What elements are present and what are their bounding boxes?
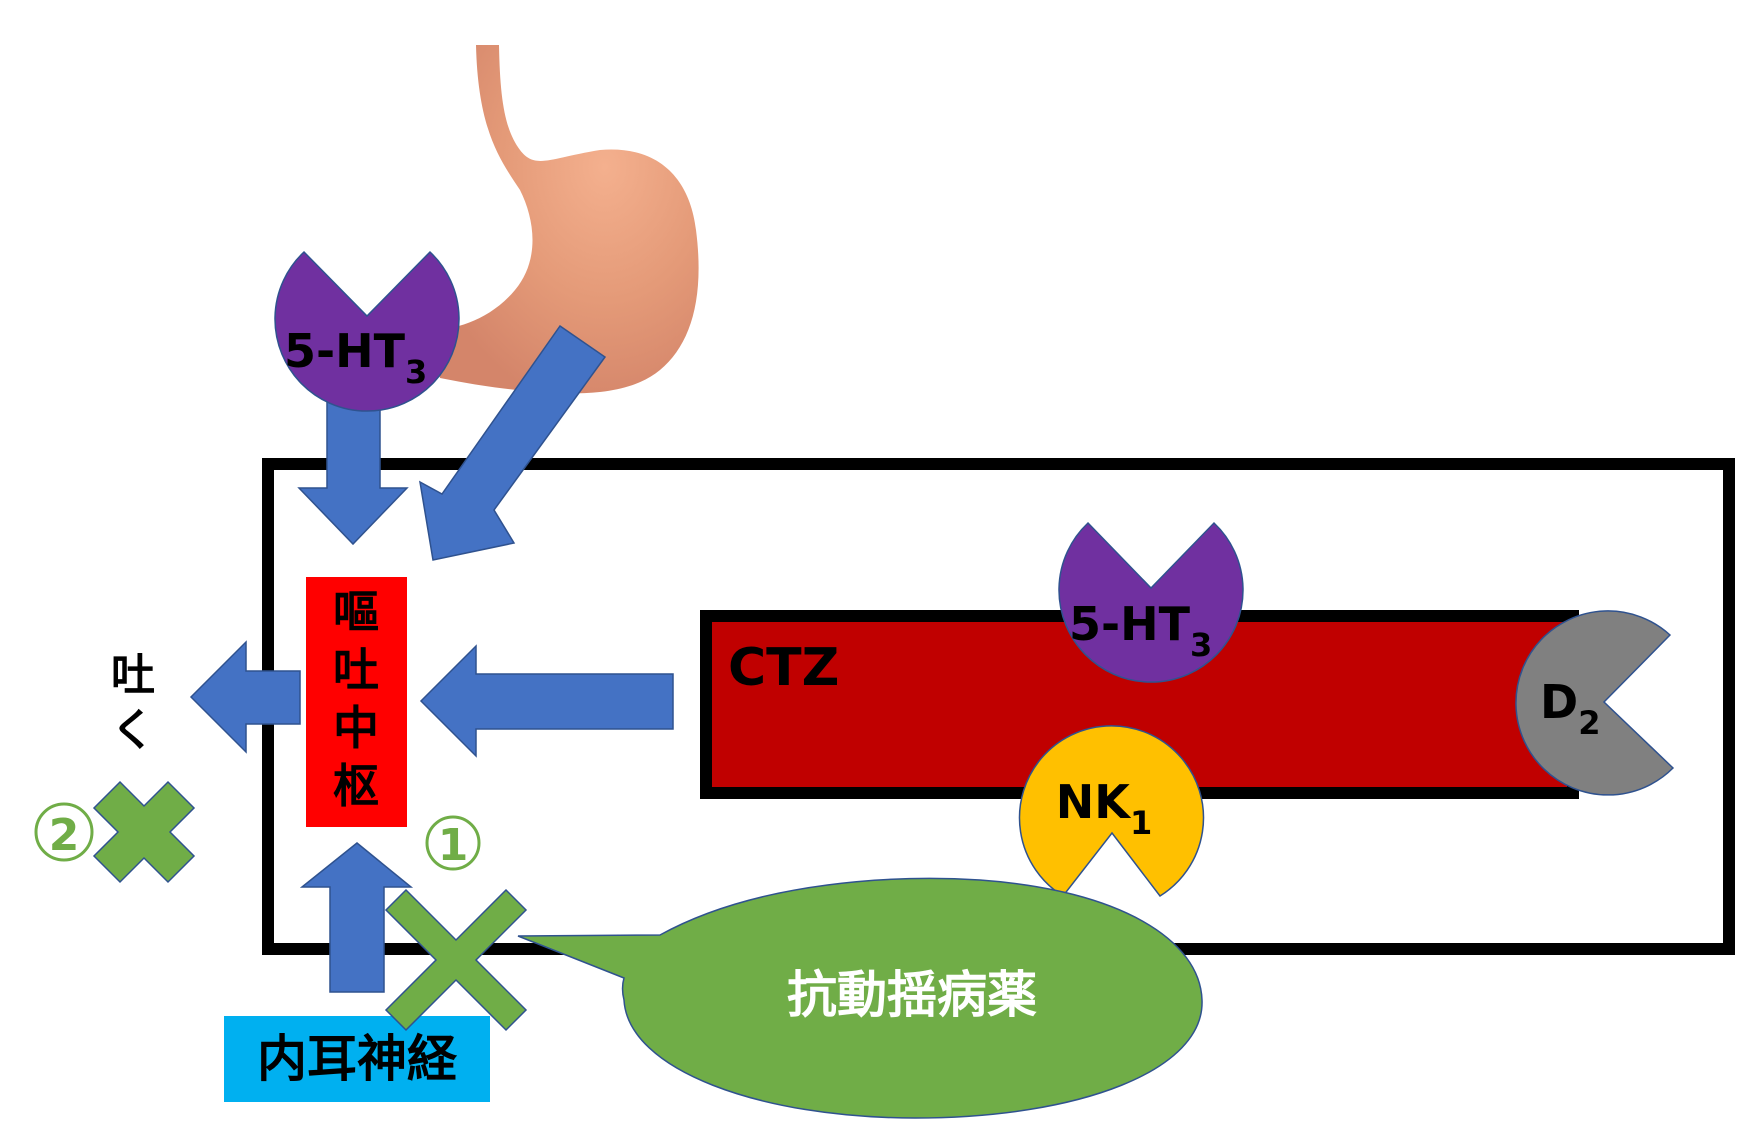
block-marker-1: 1 [384, 815, 528, 1032]
vomit-output-char-2: く [111, 705, 155, 756]
vomit-output-char-1: 吐 [111, 650, 155, 701]
vomit-center-box[interactable]: 嘔 吐 中 枢 [306, 577, 407, 827]
inner-ear-nerve-box[interactable]: 内耳神経 [224, 1016, 490, 1102]
receptor-5ht3-gut-subscript: 3 [405, 353, 427, 391]
arrow-inner-ear-to-vomit-center [299, 842, 414, 993]
svg-text:5-HT3: 5-HT3 [284, 324, 427, 391]
receptor-nk1-subscript: 1 [1130, 804, 1152, 842]
arrow-gut-5ht3-to-vomit-center [297, 401, 409, 546]
vomit-center-char-3: 中 [333, 701, 379, 755]
block-x-icon-2 [92, 780, 196, 884]
svg-text:5-HT3: 5-HT3 [1069, 597, 1212, 664]
block-marker-2: 2 [34, 780, 196, 884]
vomit-center-char-4: 枢 [333, 759, 379, 813]
receptor-5ht3-ctz-label: 5-HT [1069, 597, 1191, 651]
svg-text:NK1: NK1 [1056, 775, 1152, 842]
receptor-nk1-label: NK [1056, 775, 1132, 829]
stomach-icon [430, 45, 699, 394]
receptor-d2[interactable]: D2 [1515, 610, 1675, 796]
inner-ear-nerve-label: 内耳神経 [257, 1030, 458, 1088]
receptor-d2-label: D [1540, 675, 1578, 729]
ctz-label: CTZ [728, 638, 839, 698]
drug-callout-label: 抗動揺病薬 [787, 966, 1037, 1024]
vomit-center-char-2: 吐 [333, 643, 379, 697]
receptor-5ht3-ctz-subscript: 3 [1190, 626, 1212, 664]
arrow-ctz-to-vomit-center [419, 644, 674, 758]
receptor-5ht3-gut[interactable]: 5-HT3 [274, 250, 460, 412]
block-x-icon-1 [384, 888, 528, 1032]
vomit-center-char-1: 嘔 [333, 585, 379, 639]
drug-callout[interactable]: 抗動揺病薬 [517, 877, 1203, 1119]
receptor-5ht3-gut-label: 5-HT [284, 324, 406, 378]
vomit-output-label: 吐 く [111, 650, 155, 756]
arrow-vomit-center-to-vomit [189, 640, 301, 754]
receptor-d2-subscript: 2 [1578, 704, 1600, 742]
receptor-5ht3-ctz[interactable]: 5-HT3 [1058, 521, 1244, 683]
svg-text:D2: D2 [1540, 675, 1600, 742]
svg-text:1: 1 [438, 820, 469, 871]
svg-text:2: 2 [49, 810, 80, 861]
arrow-stomach-to-vomit-center [419, 324, 607, 561]
receptor-nk1[interactable]: NK1 [1018, 725, 1205, 897]
